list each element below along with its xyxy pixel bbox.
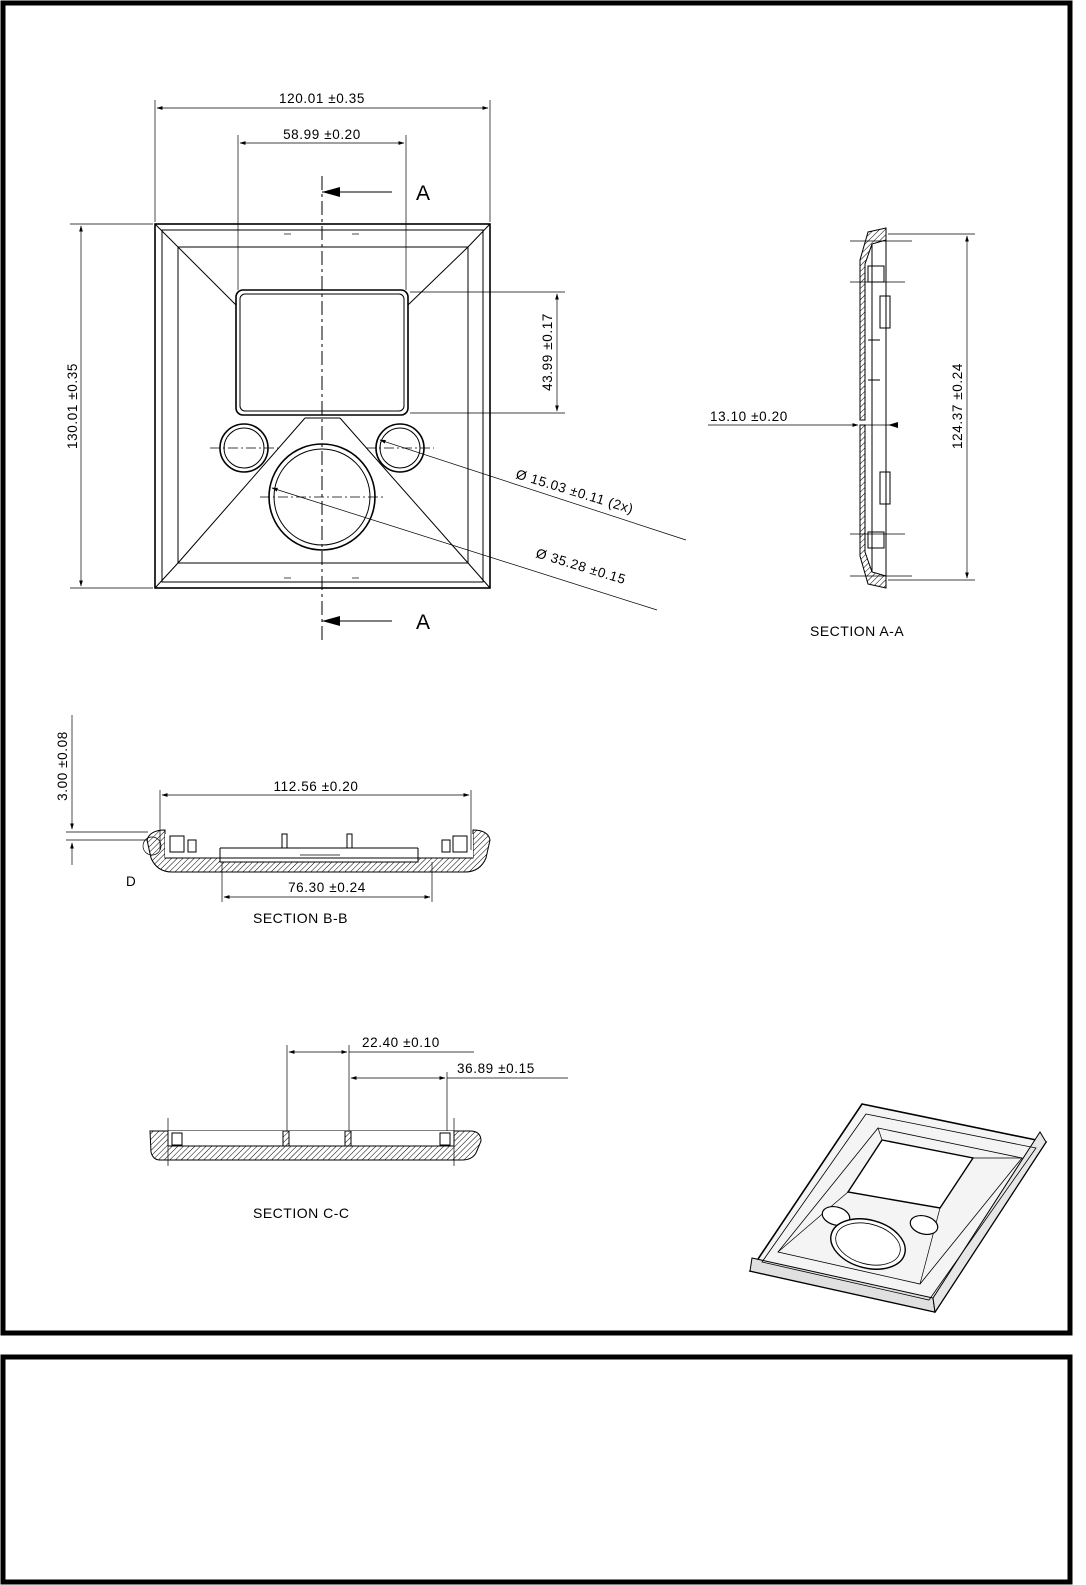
front-view (154, 176, 491, 640)
isometric-view (748, 1103, 1048, 1314)
dim-small-hole: Ø 15.03 ±0.11 (2x) (514, 467, 635, 517)
section-aa-dimensions (708, 233, 975, 581)
dim-bb-thickness: 3.00 ±0.08 (55, 731, 70, 801)
title-block-frame (0, 1354, 1073, 1585)
dim-width: 120.01 ±0.35 (279, 91, 365, 106)
section-cc-view (149, 1118, 482, 1166)
dim-aa-height: 124.37 ±0.24 (950, 363, 965, 449)
dim-cc-inner: 22.40 ±0.10 (362, 1035, 440, 1050)
cut-label-bottom: A (416, 611, 430, 634)
section-cc-dimensions (286, 1045, 568, 1131)
dim-height: 130.01 ±0.35 (65, 363, 80, 449)
front-view-dimensions (70, 100, 687, 611)
dim-bb-bottom-width: 76.30 ±0.24 (288, 880, 366, 895)
section-bb-view (146, 829, 491, 873)
section-bb-dimensions (66, 715, 472, 902)
drawing-frame (0, 0, 1073, 1336)
dim-large-hole: Ø 35.28 ±0.15 (534, 546, 628, 588)
dim-window-width: 58.99 ±0.20 (283, 127, 361, 142)
dim-bb-top-width: 112.56 ±0.20 (274, 779, 359, 794)
detail-label-d: D (126, 874, 136, 889)
dim-cc-outer: 36.89 ±0.15 (457, 1061, 535, 1076)
dim-window-height: 43.99 ±0.17 (540, 313, 555, 391)
section-bb-title: SECTION B-B (253, 910, 348, 926)
section-aa-view (850, 227, 912, 589)
dim-aa-depth: 13.10 ±0.20 (710, 409, 788, 424)
cut-label-top: A (416, 182, 430, 205)
section-cc-title: SECTION C-C (253, 1205, 350, 1221)
section-aa-title: SECTION A-A (810, 623, 904, 639)
